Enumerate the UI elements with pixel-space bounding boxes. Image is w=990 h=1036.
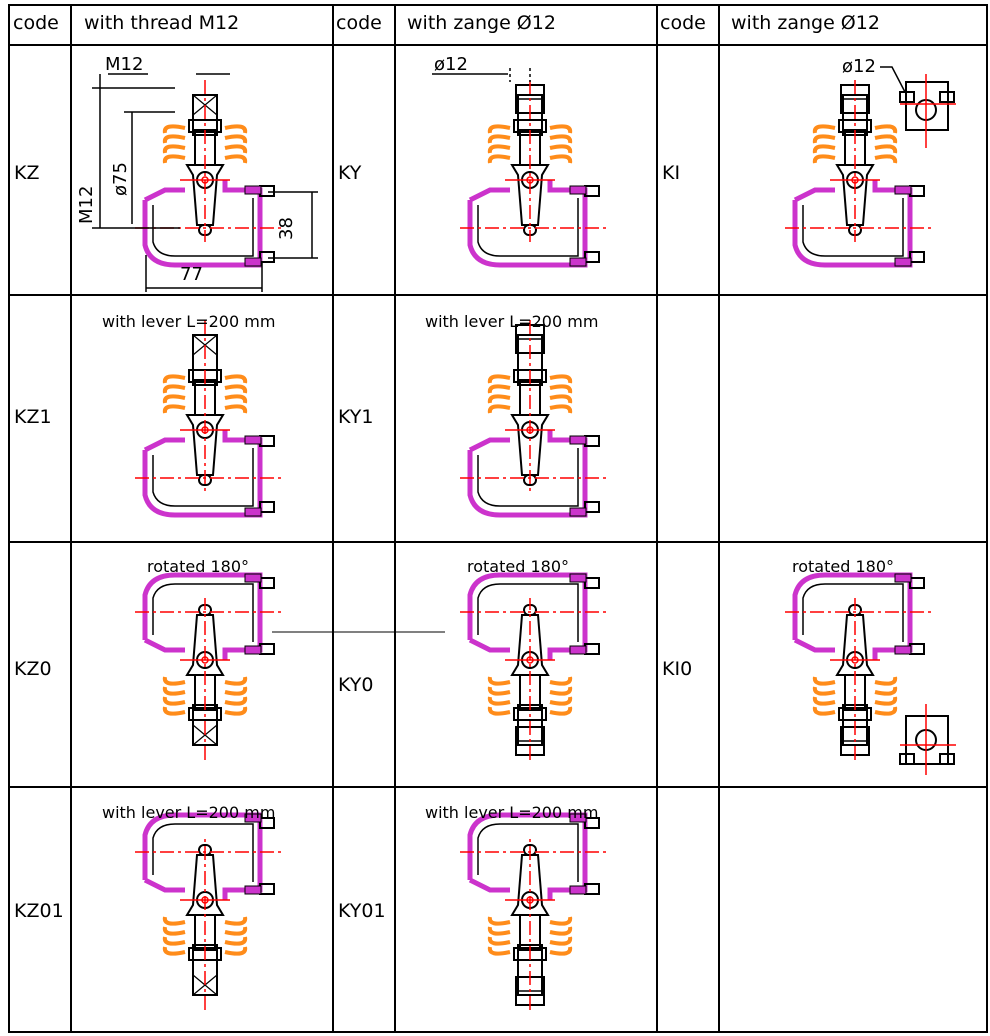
note-kz1: with lever L=200 mm [102,312,276,331]
note-ky1: with lever L=200 mm [425,312,599,331]
dim-38: 38 [276,217,297,240]
header-code-3: code [660,12,706,34]
ki-side-view [899,74,956,148]
drawing-ky01 [460,812,610,1010]
code-ky0: KY0 [338,674,374,696]
drawing-kz [135,80,285,268]
ky-dimensions [432,68,531,82]
note-ky01: with lever L=200 mm [425,803,599,822]
drawing-kz01 [135,812,285,1010]
code-kz0: KZ0 [14,658,52,680]
note-kz01: with lever L=200 mm [102,803,276,822]
dim-d12-ky: ø12 [434,54,468,75]
code-ky01: KY01 [338,900,386,922]
code-ki: KI [662,162,681,184]
table-grid [8,4,988,1033]
note-ki0: rotated 180° [792,557,894,576]
header-code-1: code [13,12,59,34]
drawing-ky0 [460,572,610,760]
note-ky0: rotated 180° [467,557,569,576]
code-kz1: KZ1 [14,406,52,428]
dim-d12-ki: ø12 [842,56,876,77]
header-code-2: code [336,12,382,34]
code-ky: KY [338,162,362,184]
code-ky1: KY1 [338,406,374,428]
code-ki0: KI0 [662,658,693,680]
drawing-ki0 [785,572,935,760]
code-kz: KZ [14,162,40,184]
drawing-ky [460,80,610,268]
note-kz0: rotated 180° [147,557,249,576]
drawing-ki [785,80,935,268]
header-title-1: with thread M12 [84,12,240,34]
ki-dimensions [880,66,906,93]
header-title-3: with zange Ø12 [731,12,880,34]
header-title-2: with zange Ø12 [407,12,556,34]
drawing-kz1 [135,320,285,518]
code-kz01: KZ01 [14,900,64,922]
dim-d75: ø75 [110,162,131,196]
dim-77: 77 [180,264,203,285]
dim-m12-top: M12 [105,54,144,75]
ki0-side-view [899,704,956,775]
kz-dimensions [92,73,318,292]
dim-m12-side: M12 [76,185,97,224]
drawing-kz0 [135,572,285,760]
drawing-ky1 [460,320,610,518]
